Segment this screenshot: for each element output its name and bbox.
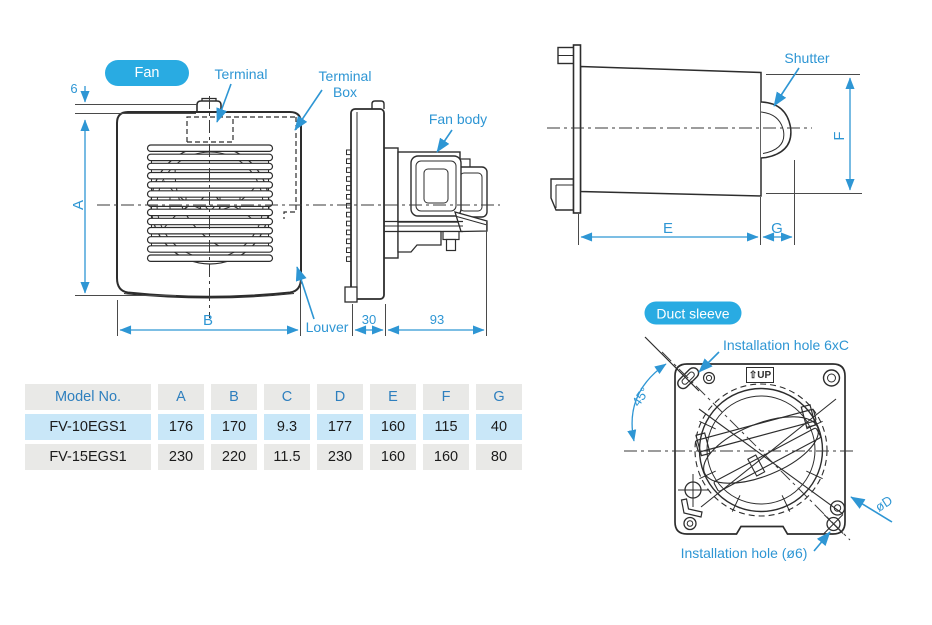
centerlines bbox=[97, 96, 856, 541]
dim-30: 30 bbox=[361, 312, 377, 327]
dim-a: A bbox=[70, 199, 87, 211]
col-header-a: A bbox=[158, 384, 204, 410]
extension-lines bbox=[75, 74, 862, 336]
fan-body-label: Fan body bbox=[428, 111, 488, 127]
table-row-model: FV-10EGS1 bbox=[25, 414, 151, 440]
table-cell: 9.3 bbox=[264, 414, 310, 440]
table-cell: 40 bbox=[476, 414, 522, 440]
table-cell: 80 bbox=[476, 444, 522, 470]
terminal-label: Terminal bbox=[214, 66, 268, 82]
terminal-box-line2: Box bbox=[332, 84, 358, 100]
table-cell: 11.5 bbox=[264, 444, 310, 470]
duct-sleeve-drawing bbox=[644, 336, 846, 535]
louver-label: Louver bbox=[305, 319, 349, 335]
table-row-model: FV-15EGS1 bbox=[25, 444, 151, 470]
table-cell: 170 bbox=[211, 414, 257, 440]
installation-hole-6xc-label: Installation hole 6xC bbox=[722, 337, 850, 353]
table-cell: 160 bbox=[370, 444, 416, 470]
dim-f: F bbox=[831, 131, 848, 141]
dimension-table: Model No. A B C D E F G FV-10EGS1 176 17… bbox=[25, 384, 522, 470]
table-cell: 160 bbox=[423, 444, 469, 470]
table-cell: 176 bbox=[158, 414, 204, 440]
installation-hole-o6-label: Installation hole (ø6) bbox=[680, 545, 808, 561]
col-header-g: G bbox=[476, 384, 522, 410]
table-cell: 115 bbox=[423, 414, 469, 440]
dim-e: E bbox=[662, 220, 674, 237]
duct-sleeve-badge: Duct sleeve bbox=[644, 301, 742, 325]
dimension-lines bbox=[80, 77, 855, 442]
terminal-box-label: Terminal Box bbox=[319, 68, 372, 100]
dim-b: B bbox=[202, 312, 214, 329]
shutter-label: Shutter bbox=[784, 50, 830, 66]
table-cell: 220 bbox=[211, 444, 257, 470]
side-view-drawing bbox=[344, 100, 488, 303]
up-marking: ⇧UP bbox=[746, 367, 774, 383]
leader-arrows bbox=[216, 67, 893, 552]
dim-6: 6 bbox=[70, 81, 78, 96]
col-header-e: E bbox=[370, 384, 416, 410]
col-header-f: F bbox=[423, 384, 469, 410]
col-header-d: D bbox=[317, 384, 363, 410]
fan-badge: Fan bbox=[105, 60, 189, 86]
terminal-box-line1: Terminal bbox=[318, 68, 372, 84]
table-cell: 230 bbox=[158, 444, 204, 470]
table-cell: 160 bbox=[370, 414, 416, 440]
right-view-drawing bbox=[550, 44, 792, 214]
table-cell: 230 bbox=[317, 444, 363, 470]
col-header-b: B bbox=[211, 384, 257, 410]
dim-93: 93 bbox=[429, 312, 445, 327]
up-arrow-icon: ⇧UP bbox=[748, 369, 772, 381]
table-cell: 177 bbox=[317, 414, 363, 440]
col-header-model: Model No. bbox=[25, 384, 151, 410]
col-header-c: C bbox=[264, 384, 310, 410]
dim-g: G bbox=[771, 220, 783, 237]
